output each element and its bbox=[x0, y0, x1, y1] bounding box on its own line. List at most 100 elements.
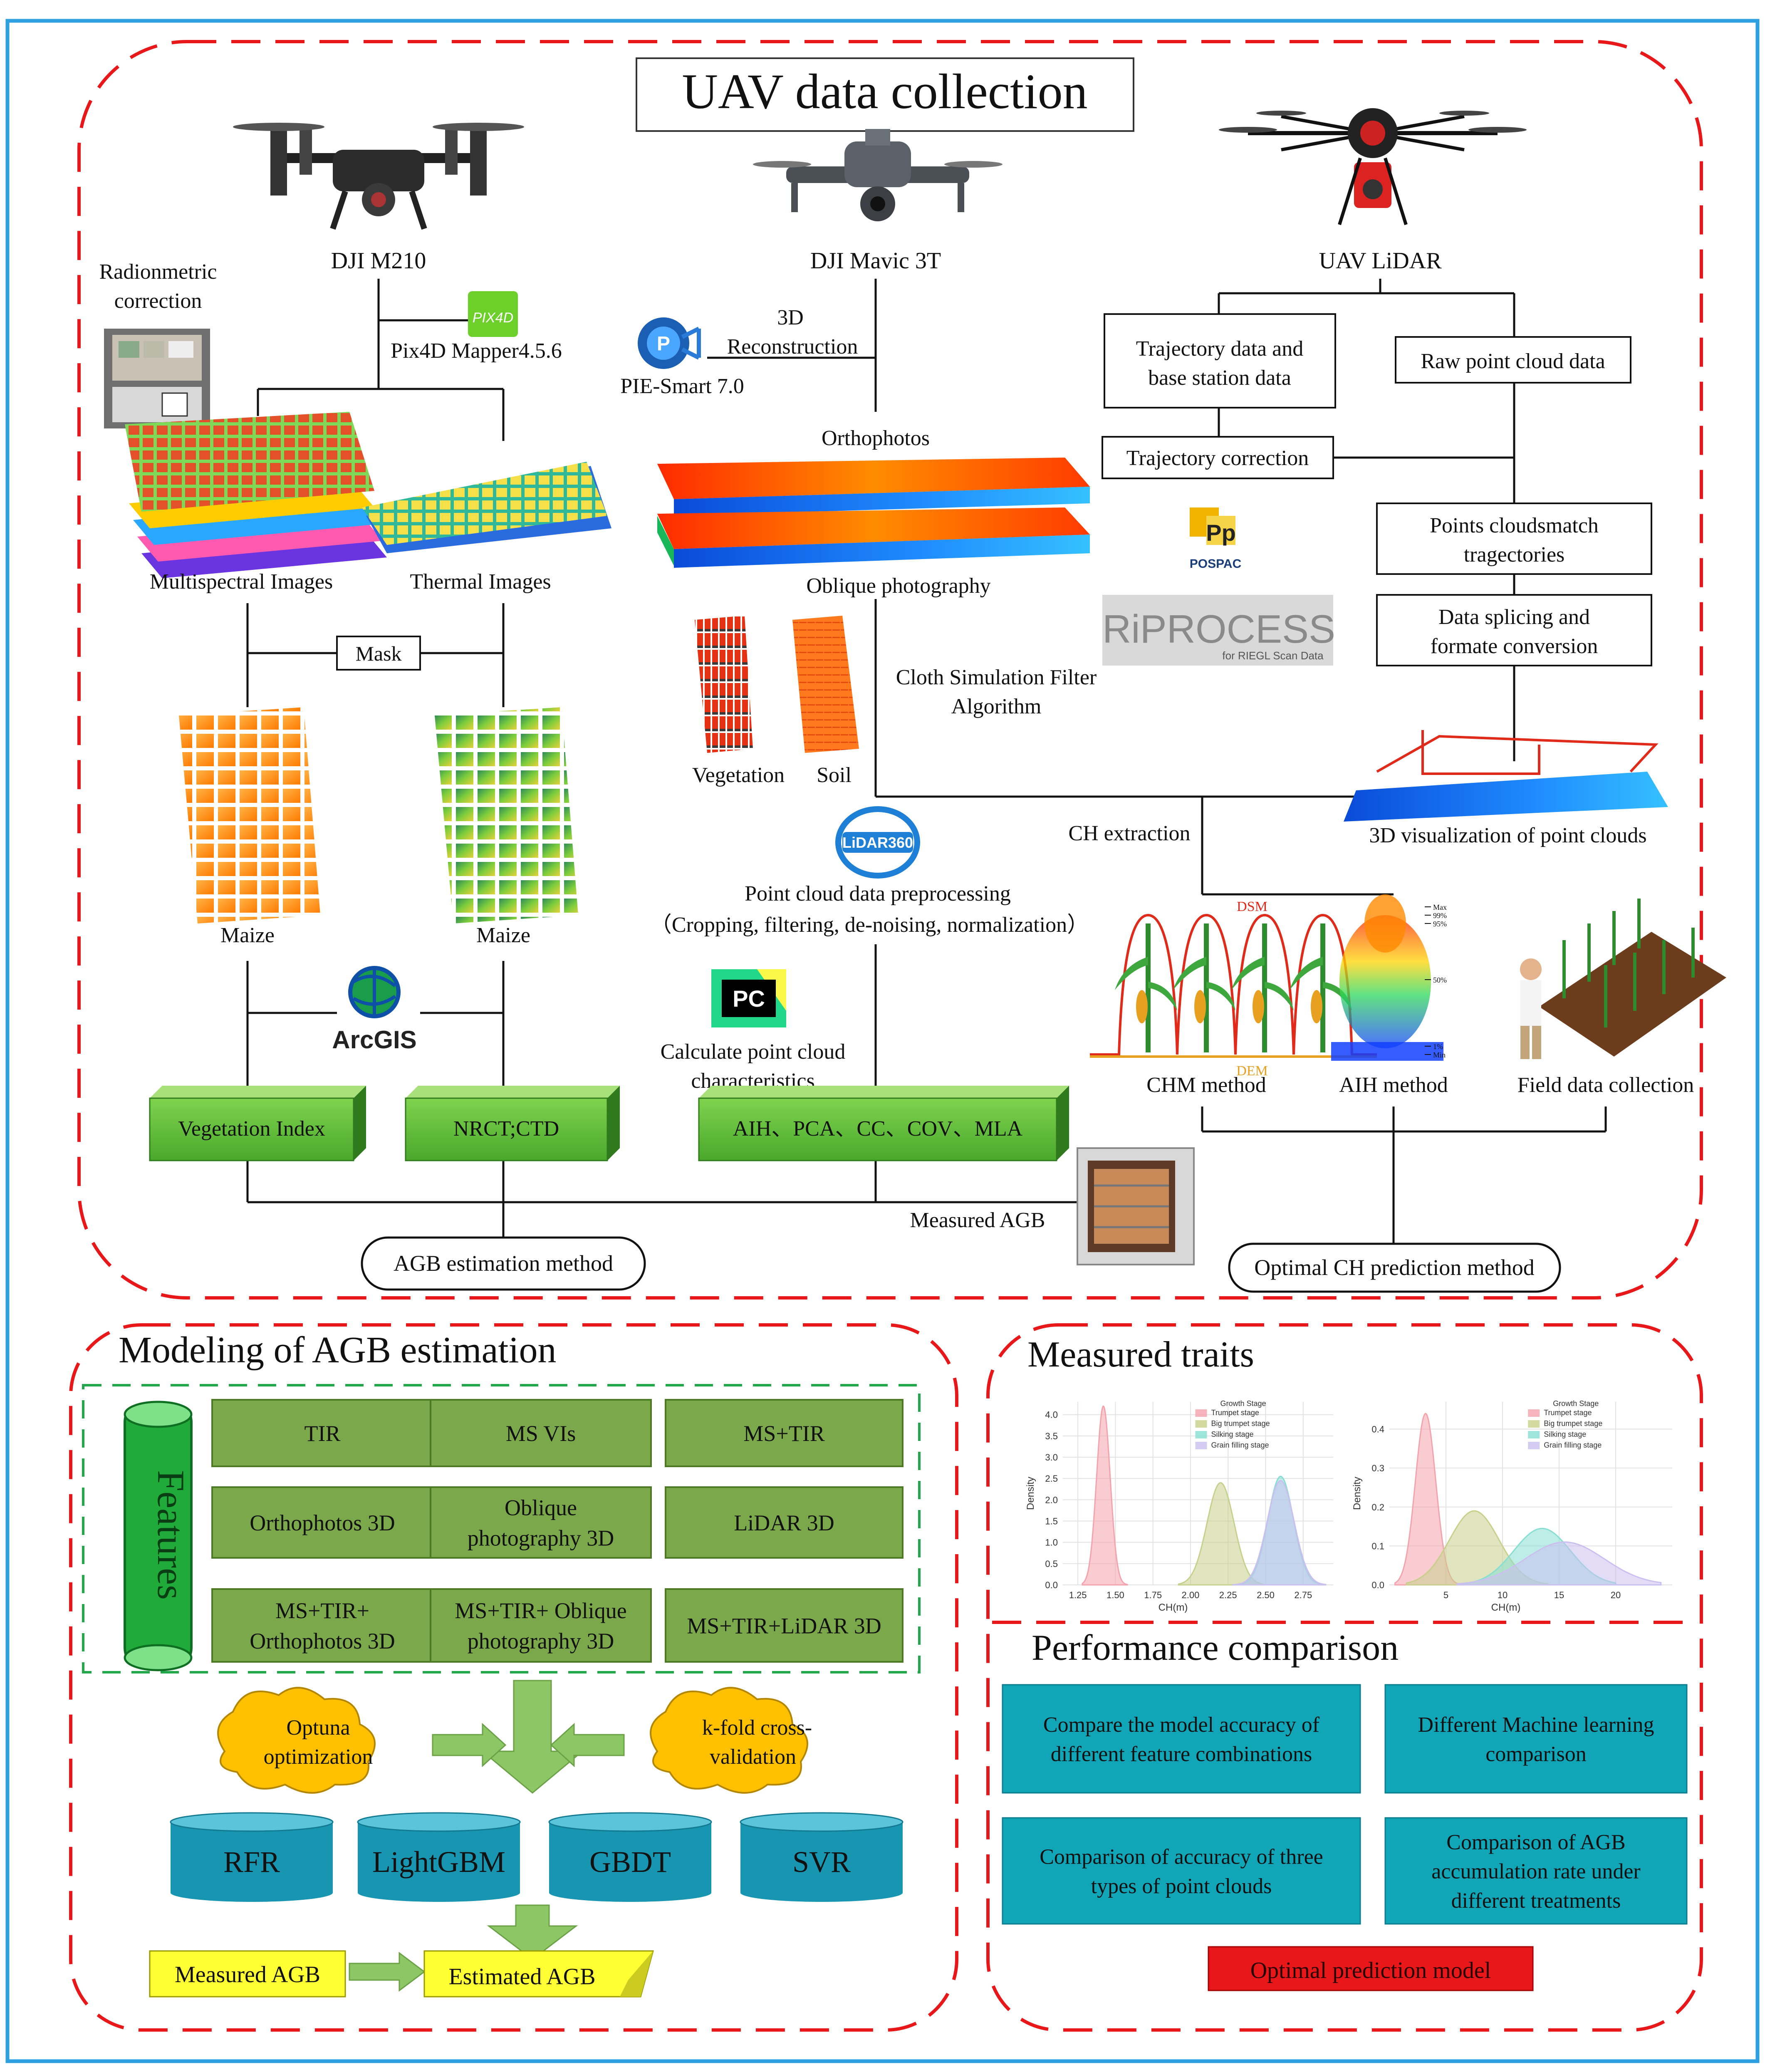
thermal-label: Thermal Images bbox=[410, 570, 551, 594]
points-match-text-2: tragectories bbox=[1464, 543, 1565, 567]
maize-left-label: Maize bbox=[220, 923, 275, 947]
csf-text-1: Cloth Simulation Filter bbox=[896, 666, 1097, 689]
uav-section-frame bbox=[77, 40, 1703, 1300]
radiometric-text-2: correction bbox=[114, 289, 202, 313]
model-label-svr: SVR bbox=[792, 1845, 851, 1879]
y-tick-label: 0.0 bbox=[1045, 1580, 1058, 1590]
chm-label: CHM method bbox=[1146, 1073, 1266, 1097]
kfold-cloud bbox=[650, 1687, 808, 1794]
feature-box-6 bbox=[665, 1486, 904, 1559]
y-tick-label: 0.1 bbox=[1371, 1541, 1384, 1551]
outer-frame bbox=[5, 19, 1760, 2063]
aih-1-label: 1% bbox=[1433, 1042, 1443, 1051]
recon-text-2: Reconstruction bbox=[727, 335, 858, 359]
mask-label: Mask bbox=[355, 642, 401, 665]
y-tick-label: 0.5 bbox=[1045, 1559, 1058, 1569]
maize-thermal-map bbox=[435, 707, 578, 923]
legend-swatch bbox=[1528, 1409, 1540, 1417]
points-match-text-1: Points cloudsmatch bbox=[1430, 514, 1599, 537]
model-label-lightgbm: LightGBM bbox=[372, 1845, 505, 1879]
legend-swatch bbox=[1195, 1409, 1207, 1417]
legend-swatch bbox=[1195, 1420, 1207, 1428]
uav-title-box bbox=[636, 57, 1134, 132]
measured-agb-box bbox=[149, 1950, 346, 1998]
optimal-ch-label: Optimal CH prediction method bbox=[1254, 1255, 1534, 1280]
multispectral-images-stack bbox=[125, 412, 387, 578]
modeling-section-frame bbox=[69, 1323, 958, 2032]
performance-box-3-text-line-1: Comparison of accuracy of three bbox=[1040, 1845, 1323, 1869]
legend-swatch bbox=[1528, 1431, 1540, 1438]
svg-text:Vegetation Index: Vegetation Index bbox=[178, 1117, 325, 1141]
agb-method-pill bbox=[361, 1236, 646, 1291]
arcgis-label: ArcGIS bbox=[332, 1026, 416, 1054]
field-data-label: Field data collection bbox=[1517, 1073, 1694, 1097]
trajectory-text-1: Trajectory data and bbox=[1136, 337, 1303, 361]
legend-swatch bbox=[1195, 1431, 1207, 1438]
recon-text-1: 3D bbox=[777, 306, 804, 329]
aih-99-label: 99% bbox=[1433, 911, 1447, 920]
x-tick-label: 20 bbox=[1611, 1590, 1621, 1600]
pix4d-logo: PIX4D bbox=[468, 291, 518, 337]
legend-entry: Silking stage bbox=[1544, 1430, 1586, 1438]
pycharm-icon: PC bbox=[711, 969, 786, 1027]
density-curve-grain-filling-stage bbox=[1232, 1480, 1327, 1586]
m210-drone-icon bbox=[233, 123, 524, 230]
soil-point-cloud bbox=[792, 616, 859, 753]
feature-box-5-text-line-1: Oblique bbox=[505, 1495, 577, 1520]
feature-box-3-text-line-1: MS+TIR bbox=[743, 1421, 825, 1446]
trajectory-text-2: base station data bbox=[1148, 366, 1291, 390]
y-tick-label: 2.5 bbox=[1045, 1473, 1058, 1484]
mask-box bbox=[336, 636, 421, 671]
y-tick-label: 0.0 bbox=[1371, 1580, 1384, 1590]
feature-box-2-text-line-1: MS VIs bbox=[506, 1421, 576, 1446]
legend-swatch bbox=[1195, 1442, 1207, 1449]
y-tick-label: 3.0 bbox=[1045, 1452, 1058, 1463]
oblique-label: Oblique photography bbox=[806, 574, 990, 598]
performance-box-3 bbox=[1002, 1817, 1361, 1925]
model-cylinder-lightgbm bbox=[358, 1822, 520, 1893]
optuna-cloud bbox=[217, 1687, 376, 1794]
performance-box-2-text-line-1: Different Machine learning bbox=[1418, 1713, 1654, 1737]
lidar-drone-icon bbox=[1219, 108, 1527, 225]
feature-box-7-text-line-1: MS+TIR+ bbox=[275, 1598, 369, 1623]
trajectory-correction-box bbox=[1102, 436, 1334, 479]
raw-point-cloud-box bbox=[1395, 336, 1631, 384]
mavic-drone-icon bbox=[753, 129, 1003, 221]
feature-box-6-text-line-1: LiDAR 3D bbox=[734, 1510, 834, 1535]
feature-box-7 bbox=[211, 1588, 433, 1663]
lidar-3d-point-cloud bbox=[1344, 730, 1668, 822]
vegetation-point-cloud bbox=[695, 616, 753, 753]
trajectory-box bbox=[1104, 313, 1336, 408]
x-tick-label: 2.00 bbox=[1182, 1590, 1200, 1600]
svg-text:NRCT;CTD: NRCT;CTD bbox=[453, 1117, 559, 1141]
radiometric-panel-photo bbox=[104, 329, 210, 428]
feature-box-5-text-line-2: photography 3D bbox=[468, 1525, 614, 1550]
point-cloud-features-box: AIH、PCA、CC、COV、MLA bbox=[698, 1086, 1069, 1161]
vegetation-index-box: Vegetation Index bbox=[149, 1086, 366, 1161]
model-cylinder-gbdt bbox=[549, 1822, 711, 1893]
raw-point-cloud-label: Raw point cloud data bbox=[1421, 349, 1605, 373]
feature-box-4-text-line-1: Orthophotos 3D bbox=[250, 1510, 395, 1535]
vegetation-label: Vegetation bbox=[692, 763, 785, 787]
feature-box-3 bbox=[665, 1399, 904, 1467]
pie-smart-label: PIE-Smart 7.0 bbox=[620, 374, 744, 398]
orthophotos-label: Orthophotos bbox=[822, 426, 930, 450]
feature-box-1 bbox=[211, 1399, 433, 1467]
legend-entry: Trumpet stage bbox=[1544, 1409, 1592, 1417]
y-tick-label: 0.3 bbox=[1371, 1463, 1384, 1473]
traits-title: Measured traits bbox=[1027, 1334, 1254, 1375]
performance-box-3-text-line-2: types of point clouds bbox=[1091, 1874, 1272, 1898]
mavic-label: DJI Mavic 3T bbox=[810, 248, 941, 274]
aih-max-label: Max bbox=[1433, 903, 1447, 911]
ch-extraction-label: CH extraction bbox=[1068, 822, 1190, 845]
measured-agb-label: Measured AGB bbox=[910, 1208, 1045, 1232]
feature-box-8 bbox=[430, 1588, 652, 1663]
legend-swatch bbox=[1528, 1420, 1540, 1428]
performance-box-4-text-line-1: Comparison of AGB bbox=[1446, 1831, 1625, 1854]
performance-title: Performance comparison bbox=[1032, 1628, 1399, 1668]
model-label-gbdt: GBDT bbox=[589, 1845, 671, 1879]
uav-title: UAV data collection bbox=[682, 64, 1087, 119]
